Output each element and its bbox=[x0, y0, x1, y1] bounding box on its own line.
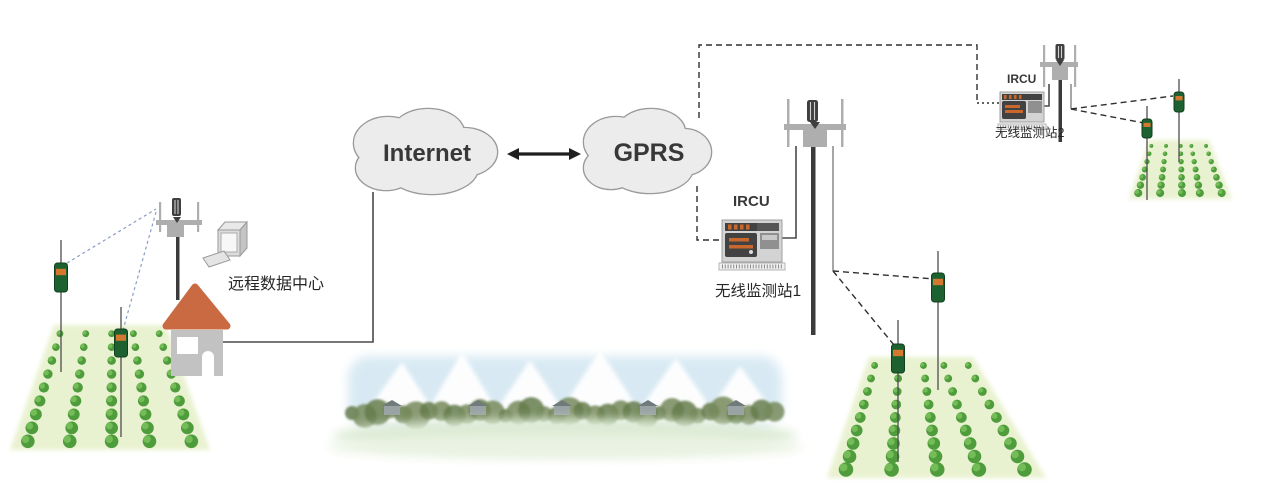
connection-lines bbox=[66, 44, 1174, 346]
crop-rows bbox=[21, 330, 199, 449]
field-sensor-icon bbox=[931, 251, 945, 390]
station2-antenna-tower-icon bbox=[1040, 44, 1078, 142]
crop-rows bbox=[838, 362, 1032, 477]
crop-field-middle bbox=[827, 357, 1046, 478]
village-landscape-icon bbox=[327, 350, 803, 459]
field-sensor-icon bbox=[54, 240, 68, 372]
ircu2-tower-line bbox=[1044, 84, 1050, 107]
datacenter-antenna-tower-icon bbox=[156, 198, 202, 300]
gprs-label: GPRS bbox=[613, 139, 685, 167]
computer-icon bbox=[202, 220, 249, 268]
field-sensor-icon bbox=[1141, 106, 1153, 200]
gprs-station1-dashed-line bbox=[696, 186, 721, 241]
house-door bbox=[202, 351, 214, 376]
ircu1-tower-line bbox=[782, 146, 797, 239]
station2-ircu-device-icon bbox=[997, 91, 1047, 130]
sensor-datacenter-dashed-line bbox=[122, 211, 157, 331]
field-sensor-icons bbox=[54, 79, 1185, 462]
station2-label: 无线监测站2 bbox=[995, 126, 1065, 140]
bidirectional-arrow-icon bbox=[507, 148, 581, 160]
house-icon bbox=[162, 283, 231, 376]
data-center-label: 远程数据中心 bbox=[228, 276, 325, 293]
tower2-sensor1-dashed-line bbox=[1070, 95, 1174, 110]
internet-label: Internet bbox=[383, 140, 472, 167]
crop-rows bbox=[1134, 143, 1226, 198]
sensor-datacenter-dashed-line bbox=[66, 208, 157, 264]
gprs-cloud-icon bbox=[582, 107, 713, 195]
crop-field-left bbox=[10, 325, 210, 450]
station1-antenna-tower-icon bbox=[784, 99, 846, 335]
tower2-sensor2-dashed-line bbox=[1070, 108, 1145, 124]
gprs-station2-dashed-line bbox=[698, 44, 978, 118]
tower1-sensor1-dashed-line bbox=[832, 270, 935, 280]
datacenter-internet-line bbox=[223, 192, 374, 343]
field-sensor-icon bbox=[114, 307, 128, 437]
cottages-icon bbox=[382, 400, 746, 415]
station1-ircu-device-icon bbox=[718, 219, 786, 271]
tower1-sensor2-dashed-line bbox=[832, 270, 895, 346]
station2-ircu-label: IRCU bbox=[1007, 72, 1037, 86]
internet-cloud-icon bbox=[352, 107, 499, 196]
field-sensor-icon bbox=[891, 320, 905, 462]
house-window bbox=[177, 337, 198, 354]
crop-field-right bbox=[1129, 140, 1232, 199]
station1-ircu-label: IRCU bbox=[733, 193, 770, 210]
keyboard-icon bbox=[202, 250, 231, 268]
station1-label: 无线监测站1 bbox=[715, 283, 802, 300]
field-sensor-icon bbox=[1173, 79, 1185, 162]
